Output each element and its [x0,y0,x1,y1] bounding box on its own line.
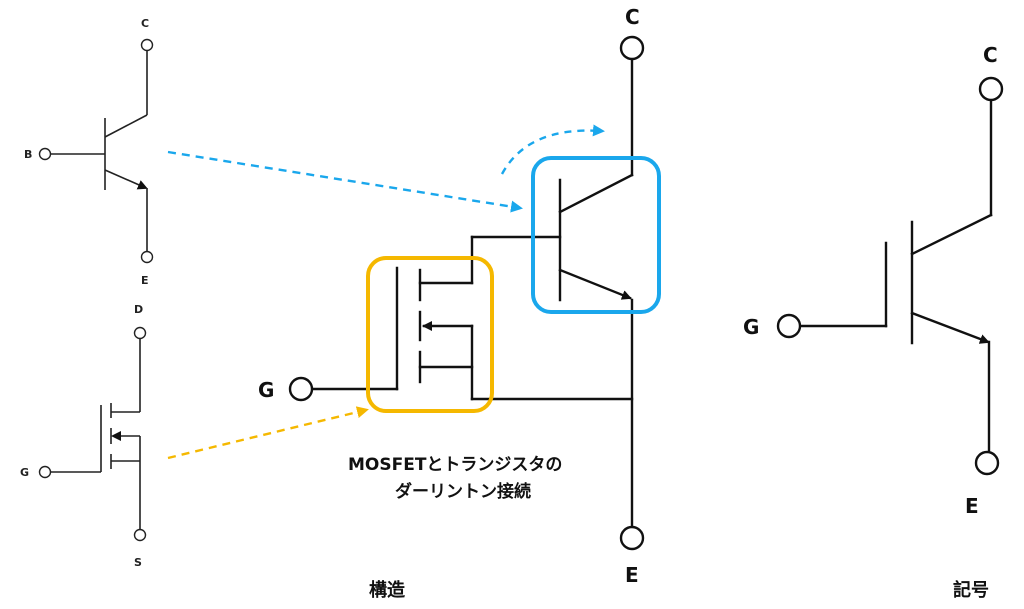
structure-caption: 構造 [369,579,405,601]
structure-description-line1: MOSFETとトランジスタの [348,455,562,475]
bjt-emitter-arrow [104,169,148,190]
structure-label-e: E [625,563,639,587]
igbt-label-c: C [983,43,998,67]
mosfet-highlight-box [366,256,494,413]
bjt-collector-terminal [140,38,154,52]
structure-circuit: C G E MOSFETとトランジスタの ダーリントン接続 構造 [258,5,661,601]
mosfet-label-g: G [20,466,29,479]
igbt-caption: 記号 [953,579,989,601]
igbt-gate-terminal [776,313,802,339]
mosfet-source-terminal [133,528,147,542]
structure-label-c: C [625,5,640,29]
structure-emitter-terminal [619,525,645,551]
bjt-emitter-terminal [140,250,154,264]
igbt-emitter-terminal [974,450,1000,476]
mosfet-gate-terminal [38,465,52,479]
igbt-emitter-arrow [910,311,990,344]
igbt-collector-terminal [978,76,1004,102]
bjt-label-c: C [141,17,149,30]
bjt-symbol: C B E [24,17,154,287]
igbt-label-e: E [965,494,979,518]
current-flow-arrow [500,124,605,175]
structure-label-g: G [258,378,274,402]
igbt-collector-diag [910,213,993,256]
mosfet-label-d: D [134,303,143,316]
structure-collector-terminal [619,35,645,61]
bjt-label-e: E [141,274,149,287]
mosfet-mapping-arrow [167,406,369,460]
bjt-base-terminal [38,147,52,161]
structure-emitter-arrow [558,268,632,300]
mosfet-label-s: S [134,556,142,569]
bjt-mapping-arrow [167,150,523,213]
mosfet-drain-terminal [133,326,147,340]
structure-description-line2: ダーリントン接続 [395,481,531,502]
bjt-highlight-box [531,156,661,314]
structure-gate-terminal [288,376,314,402]
bjt-collector-diag [104,114,148,138]
igbt-label-g: G [743,315,759,339]
igbt-symbol: C G E 記号 [743,43,1004,601]
structure-collector-diag [558,173,634,214]
bjt-label-b: B [24,148,32,161]
mosfet-symbol: D G S [20,303,147,569]
